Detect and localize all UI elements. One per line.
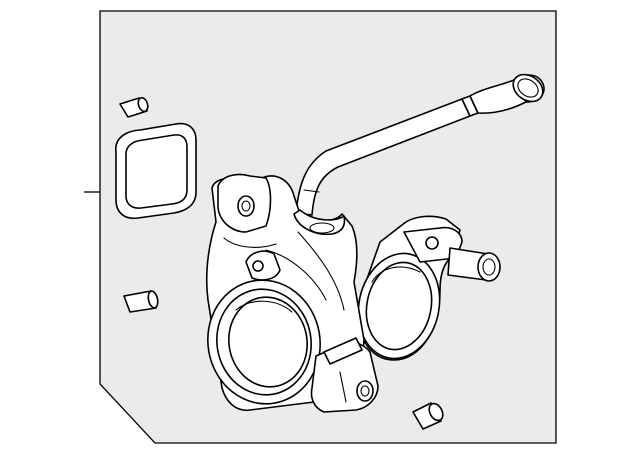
thermostat-housing	[205, 173, 501, 413]
dowel-pin	[119, 96, 149, 118]
coolant-tube	[295, 73, 545, 216]
dowel-pin	[123, 290, 159, 313]
dowel-pin	[412, 402, 444, 430]
gasket	[115, 122, 197, 220]
